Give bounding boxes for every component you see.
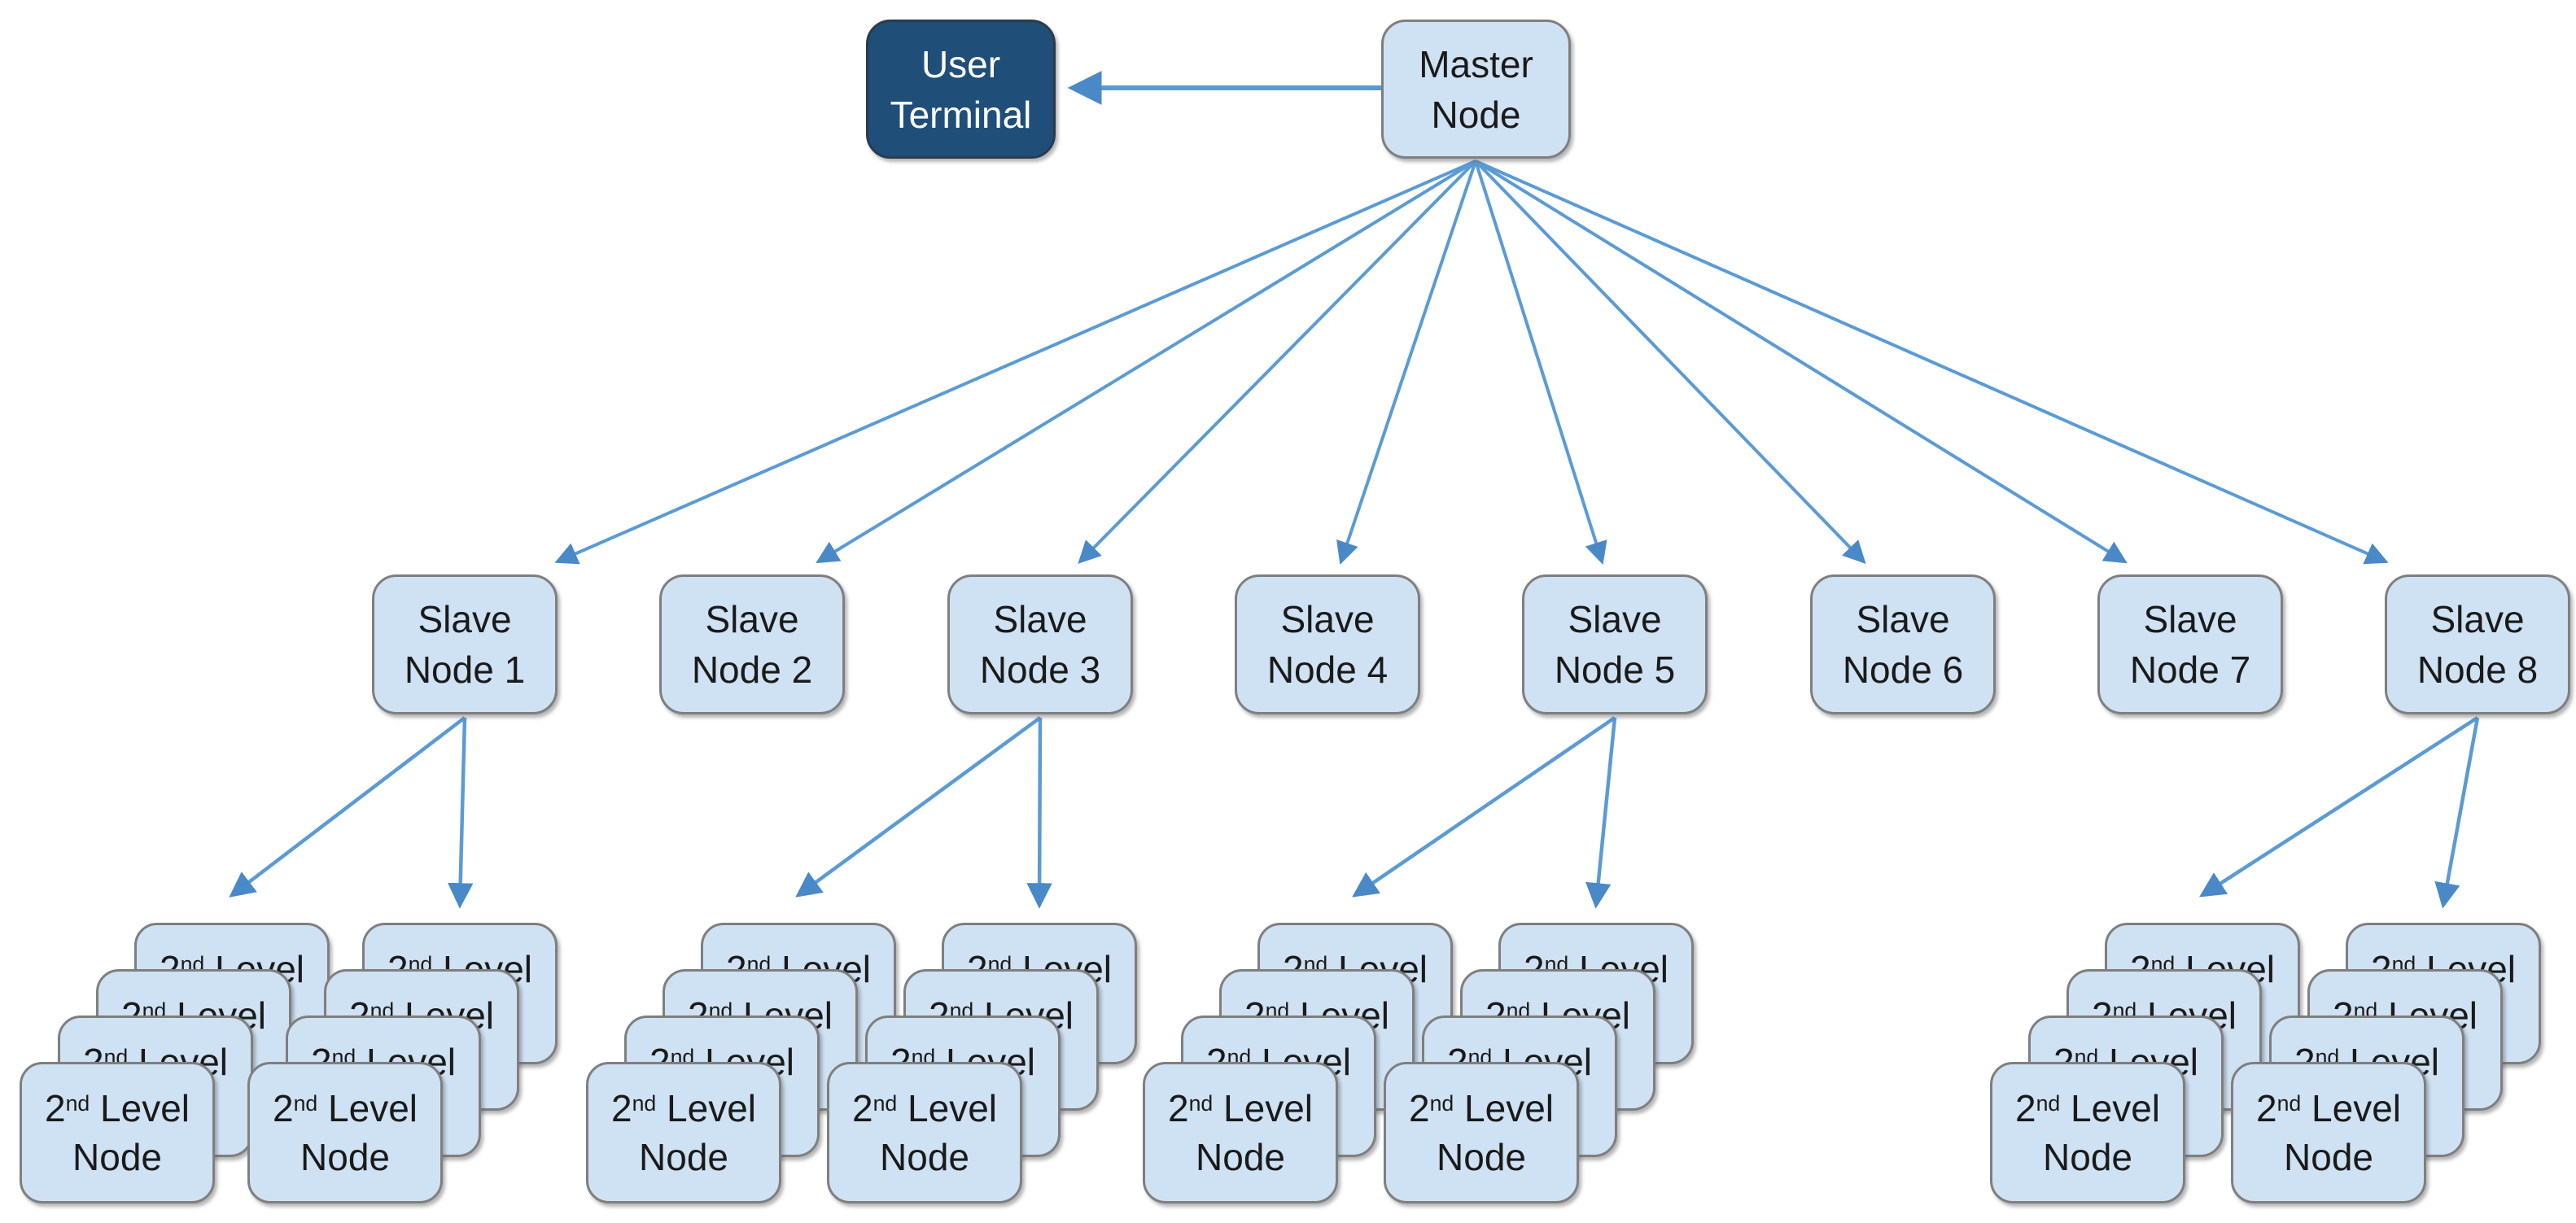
second-level-label-line1: 2nd Level	[273, 1084, 418, 1133]
slave-node-6-label-line2: Node 6	[1842, 649, 1964, 691]
second-level-label-superscript: nd	[1429, 1091, 1454, 1116]
slave-node-2-label-line1: Slave	[705, 598, 799, 640]
arrow-master-to-slave-5	[1474, 160, 1607, 566]
second-level-label-rest: Level	[1454, 1087, 1554, 1129]
second-level-label-rest: Level	[2060, 1087, 2160, 1129]
user-terminal-label-line1: User	[921, 42, 1001, 85]
arrow-master-to-slave-4	[1336, 160, 1477, 565]
arrow-slave-3-to-stack-right	[1026, 717, 1052, 909]
slave-node-3-label-line2: Node 3	[979, 649, 1101, 691]
slave-node-1-label-line2: Node 1	[404, 649, 526, 691]
arrow-master-to-slave-7	[1474, 159, 2128, 564]
second-level-label-line1: 2nd Level	[852, 1084, 997, 1133]
second-level-label-line1: 2nd Level	[1168, 1084, 1313, 1133]
second-level-label-rest: Level	[1213, 1087, 1313, 1129]
slave-node-8-label-line2: Node 8	[2416, 649, 2539, 691]
arrow-master-to-slave-1	[554, 159, 1476, 565]
slave-node-3-label-line1: Slave	[993, 598, 1087, 640]
second-level-label-line2: Node	[2043, 1136, 2132, 1178]
user-terminal-label-line2: Terminal	[890, 93, 1032, 136]
second-level-label-superscript: nd	[873, 1091, 898, 1116]
arrow-slave-5-to-stack-right	[1585, 717, 1617, 909]
second-level-label-base: 2	[272, 1087, 294, 1129]
arrow-master-to-slave-6	[1474, 159, 1866, 565]
second-level-label-line2: Node	[880, 1136, 969, 1178]
second-level-label-superscript: nd	[1188, 1091, 1214, 1116]
slave-node-5-label-line2: Node 5	[1554, 649, 1676, 691]
slave-node-2-label-line2: Node 2	[691, 649, 813, 691]
second-level-label-superscript: nd	[2276, 1091, 2302, 1116]
second-level-label-base: 2	[610, 1087, 632, 1129]
slave-node-8-label-line1: Slave	[2430, 598, 2525, 640]
second-level-label-line1: 2nd Level	[45, 1084, 190, 1133]
arrow-slave-5-to-stack-left	[1352, 716, 1616, 898]
second-level-label-rest: Level	[2301, 1087, 2401, 1129]
second-level-label-line1: 2nd Level	[1409, 1084, 1554, 1133]
arrow-slave-3-to-stack-left	[795, 716, 1042, 898]
second-level-label-superscript: nd	[632, 1091, 657, 1116]
arrow-slave-8-to-stack-right	[2434, 717, 2480, 909]
second-level-label-base: 2	[2255, 1087, 2277, 1129]
arrow-master-to-slave-8	[1475, 159, 2389, 565]
master-node-label-line1: Master	[1419, 42, 1533, 85]
second-level-label-line2: Node	[2284, 1136, 2373, 1178]
slave-node-1-label-line1: Slave	[418, 598, 512, 640]
arrow-slave-8-to-stack-left	[2199, 716, 2479, 898]
slave-node-4-label-line2: Node 4	[1266, 649, 1389, 691]
second-level-label-line2: Node	[72, 1136, 162, 1178]
second-level-label-rest: Level	[90, 1087, 190, 1129]
second-level-label-base: 2	[44, 1087, 66, 1129]
second-level-label-base: 2	[851, 1087, 873, 1129]
master-node: Master Node	[1381, 20, 1571, 159]
second-level-label-line2: Node	[300, 1136, 390, 1178]
second-level-label-base: 2	[1167, 1087, 1189, 1129]
second-level-label-superscript: nd	[2036, 1091, 2061, 1116]
second-level-label-rest: Level	[317, 1087, 418, 1129]
second-level-label-line2: Node	[1196, 1136, 1285, 1178]
second-level-label-line2: Node	[639, 1136, 728, 1178]
second-level-label-line1: 2nd Level	[611, 1084, 756, 1133]
master-node-label-line2: Node	[1431, 93, 1521, 136]
second-level-label-line1: 2nd Level	[2256, 1084, 2401, 1133]
arrow-slave-1-to-stack-right	[447, 717, 474, 909]
slave-node-5-label-line1: Slave	[1568, 598, 1662, 640]
second-level-label-line2: Node	[1437, 1136, 1526, 1178]
slave-node-6-label-line1: Slave	[1856, 598, 1950, 640]
second-level-label-line1: 2nd Level	[2015, 1084, 2160, 1133]
slave-node-7-label-line1: Slave	[2143, 598, 2237, 640]
second-level-label-rest: Level	[897, 1087, 997, 1129]
slave-node-4-label-line1: Slave	[1280, 598, 1375, 640]
second-level-label-base: 2	[2014, 1087, 2036, 1129]
slave-node-7-label-line2: Node 7	[2129, 649, 2251, 691]
second-level-label-superscript: nd	[293, 1091, 318, 1116]
arrow-master-to-slave-3	[1078, 159, 1477, 564]
arrow-master-to-slave-2	[816, 159, 1477, 564]
user-terminal-node: User Terminal	[866, 20, 1056, 159]
second-level-label-base: 2	[1408, 1087, 1430, 1129]
arrow-slave-1-to-stack-left	[229, 716, 466, 898]
second-level-label-superscript: nd	[65, 1091, 90, 1116]
second-level-label-rest: Level	[656, 1087, 756, 1129]
